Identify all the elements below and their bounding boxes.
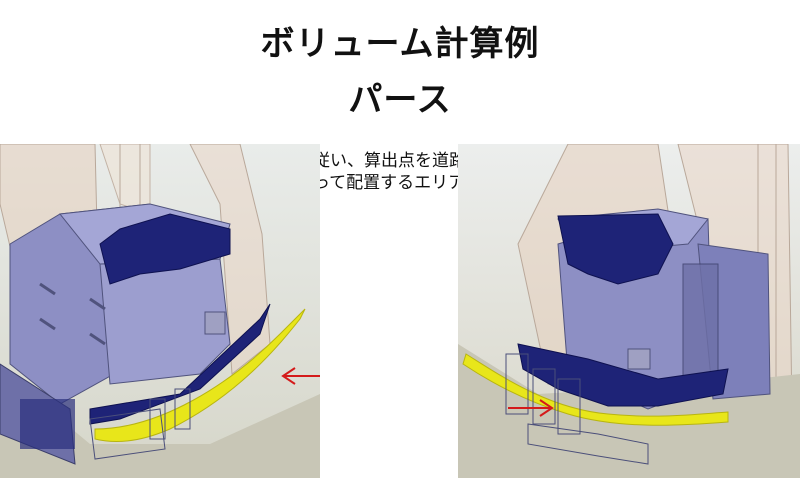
window bbox=[39, 282, 56, 296]
base-column bbox=[174, 388, 191, 430]
right-arrow-icon bbox=[508, 399, 554, 417]
calculation-path bbox=[94, 308, 306, 443]
window bbox=[39, 317, 56, 331]
base-frame bbox=[527, 423, 649, 465]
base-column bbox=[505, 353, 529, 415]
ground bbox=[0, 369, 320, 478]
window bbox=[89, 332, 106, 346]
ramp-mass bbox=[89, 303, 271, 425]
annotation-line-1: 条例に従い、算出点を道路の高 bbox=[262, 151, 500, 171]
base-frame bbox=[89, 408, 166, 460]
lower-block-hatch bbox=[20, 399, 75, 449]
left-arrow-icon bbox=[281, 367, 320, 385]
roof-mass bbox=[557, 213, 674, 285]
tower-volume bbox=[682, 263, 719, 385]
perspective-left-drawing bbox=[0, 144, 320, 478]
perspective-view-right bbox=[458, 144, 800, 478]
page-title: ボリューム計算例 bbox=[260, 24, 540, 64]
roof-mass bbox=[99, 213, 231, 285]
perspective-view-left bbox=[0, 144, 320, 478]
perspective-right-drawing bbox=[458, 144, 800, 478]
small-box bbox=[204, 311, 226, 335]
window bbox=[89, 297, 106, 311]
base-column bbox=[149, 398, 166, 440]
ramp-mass bbox=[517, 343, 729, 407]
base-column bbox=[532, 368, 556, 425]
base-column bbox=[557, 378, 581, 435]
small-box bbox=[627, 348, 651, 370]
page-subtitle: パース bbox=[348, 80, 452, 120]
ground bbox=[458, 344, 800, 478]
